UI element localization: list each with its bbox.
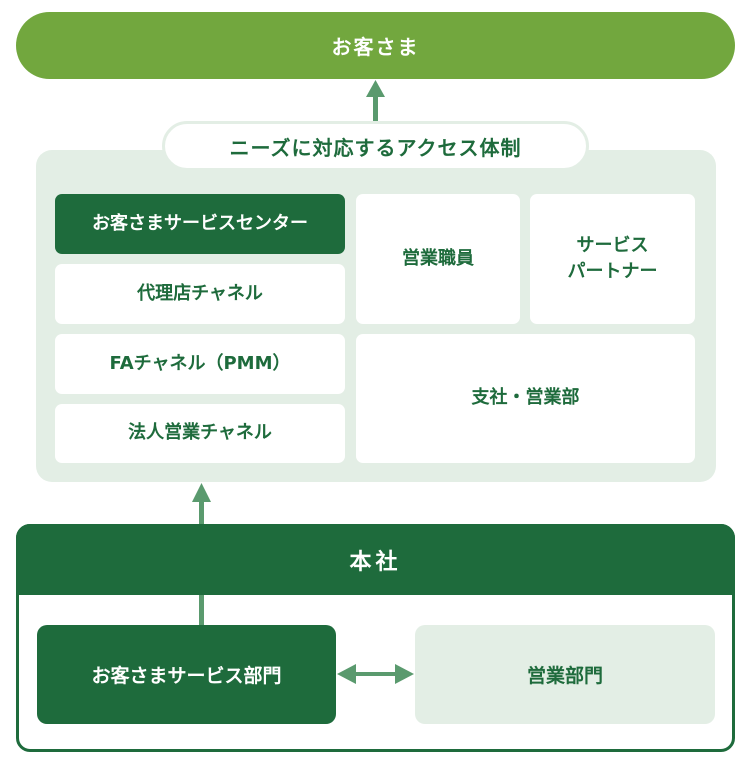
dept-sales-box: 営業部門 xyxy=(415,625,715,724)
dept-service-label: お客さまサービス部門 xyxy=(91,665,282,687)
access-title: ニーズに対応するアクセス体制 xyxy=(162,121,589,171)
channel-corporate: 法人営業チャネル xyxy=(55,404,345,463)
channel-fa-label: FAチャネル（PMM） xyxy=(109,352,291,374)
sales-staff-label: 営業職員 xyxy=(402,247,474,269)
arrow-to-customer-head xyxy=(366,80,385,97)
dept-link-shaft xyxy=(352,672,400,676)
service-partner-label: サービス パートナー xyxy=(567,234,658,282)
channel-agency-label: 代理店チャネル xyxy=(137,282,263,304)
arrow-to-access-shaft xyxy=(199,500,204,524)
service-partner-card: サービス パートナー xyxy=(530,194,695,324)
channel-fa: FAチャネル（PMM） xyxy=(55,334,345,394)
access-title-text: ニーズに対応するアクセス体制 xyxy=(229,135,522,160)
customer-bar: お客さま xyxy=(16,12,735,79)
channel-service-center: お客さまサービスセンター xyxy=(55,194,345,254)
branch-label: 支社・営業部 xyxy=(471,387,580,409)
dept-sales-label: 営業部門 xyxy=(526,665,603,687)
channel-corporate-label: 法人営業チャネル xyxy=(128,422,272,444)
channel-service-center-label: お客さまサービスセンター xyxy=(92,212,308,234)
channel-agency: 代理店チャネル xyxy=(55,264,345,324)
dept-link-head-left xyxy=(337,664,356,684)
hq-title: 本社 xyxy=(349,549,402,575)
service-dept-link xyxy=(199,595,204,625)
branch-card: 支社・営業部 xyxy=(356,334,695,463)
dept-link-head-right xyxy=(395,664,414,684)
arrow-to-access-head xyxy=(192,483,211,502)
sales-staff-card: 営業職員 xyxy=(356,194,520,324)
hq-header: 本社 xyxy=(16,524,735,595)
dept-service-box: お客さまサービス部門 xyxy=(37,625,336,724)
customer-label: お客さま xyxy=(331,35,420,59)
arrow-to-customer-shaft xyxy=(373,95,378,121)
